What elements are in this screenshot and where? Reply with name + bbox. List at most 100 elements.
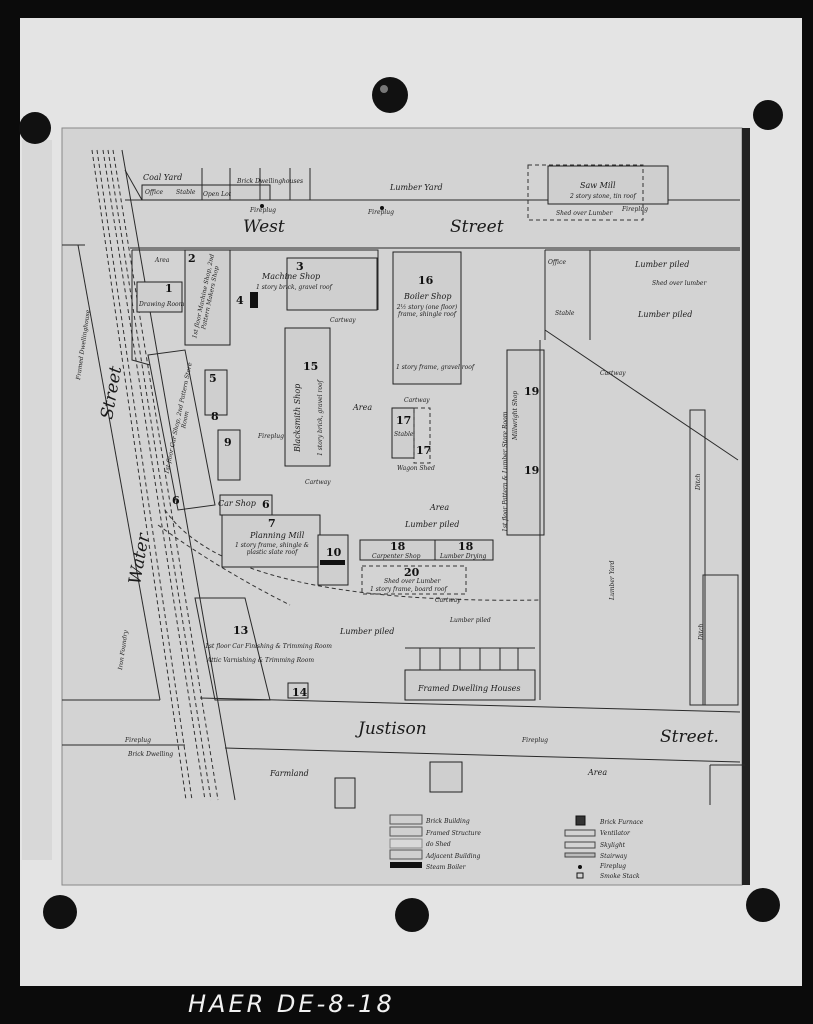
building-number: 9: [224, 436, 232, 449]
building-label: Boiler Shop: [403, 292, 451, 301]
building-number: 5: [209, 372, 217, 385]
legend-shed: do Shed: [426, 841, 451, 848]
lumber-piled-label: Lumber piled: [637, 310, 692, 319]
legend-stairway: Stairway: [600, 853, 628, 860]
cartway-label: Cartway: [305, 479, 331, 486]
building-number: 18: [458, 540, 474, 553]
legend-framed-structure: Framed Structure: [425, 830, 481, 837]
building-label: Millwright Shop: [512, 391, 519, 441]
building-number: 17: [396, 414, 411, 427]
lumber-yard-label: Lumber Yard: [609, 560, 616, 601]
haer-caption: HAER DE-8-18: [188, 990, 395, 1018]
ditch-label: Ditch: [698, 623, 705, 641]
building-number: 7: [268, 517, 276, 530]
building-number: 1: [165, 282, 173, 295]
building-number: 19: [524, 464, 539, 477]
lumber-piled-label: Lumber piled: [339, 627, 394, 636]
coal-yard-label: Coal Yard: [143, 173, 182, 182]
building-label: Car Shop: [218, 499, 256, 508]
building-number: 20: [404, 566, 420, 579]
fireplug-label: Fireplug: [621, 206, 648, 213]
area-label: Area: [429, 503, 449, 512]
west-street-label: Street: [450, 217, 504, 237]
building-label: Shed over Lumber: [384, 578, 442, 585]
shed-over-lumber-label: Shed over lumber: [652, 280, 707, 287]
building-label: Stable: [394, 431, 414, 438]
building-number: 8: [211, 410, 219, 423]
building-number: 6: [262, 498, 270, 511]
building-label: Lumber Drying: [439, 553, 487, 560]
legend-fireplug: Fireplug: [599, 863, 626, 870]
lumber-piled-label: Lumber piled: [634, 260, 689, 269]
building-label: Wagon Shed: [397, 465, 435, 472]
building-label: Carpenter Shop: [372, 553, 421, 560]
legend-ventilator: Ventilator: [600, 830, 631, 837]
building-number: 2: [188, 252, 196, 265]
lumber-yard-label: Lumber Yard: [389, 183, 443, 192]
fireplug-label: Fireplug: [257, 433, 284, 440]
building-label: Attic Varnishing & Trimming Room: [206, 657, 314, 664]
cartway-label: Cartway: [600, 370, 626, 377]
building-number: 4: [236, 294, 244, 307]
legend-skylight: Skylight: [600, 842, 626, 849]
building-desc: 1 story frame, gravel roof: [396, 364, 476, 371]
building-label: 1st floor Car Finishing & Trimming Room: [205, 643, 332, 650]
brick-dwelling-label: Brick Dwelling: [127, 751, 173, 758]
railway-tracks: [91, 149, 541, 801]
west-street-label: West: [243, 217, 285, 237]
stable-label: Stable: [176, 189, 196, 196]
stable-label: Stable: [555, 310, 575, 317]
building-number: 10: [326, 546, 342, 559]
legend-steam-boiler: Steam Boiler: [426, 864, 467, 871]
building-number: 19: [524, 385, 539, 398]
fireplug-label: Fireplug: [367, 209, 394, 216]
building-number: 3: [296, 260, 304, 273]
lumber-piled-label: Lumber piled: [404, 520, 459, 529]
building-number: 15: [303, 360, 318, 373]
framed-dwelling-houses-label: Framed Dwelling Houses: [417, 684, 521, 693]
building-number: 16: [418, 274, 434, 287]
fireplug-label: Fireplug: [249, 207, 276, 214]
building-label: Drawing Room: [138, 301, 185, 308]
ditch-label: Ditch: [695, 473, 702, 491]
building-number: 17: [416, 444, 431, 457]
fireplug-label: Fireplug: [521, 737, 548, 744]
building-number: 13: [233, 624, 248, 637]
building-desc: 1 story frame, shingle & plastic slate r…: [235, 542, 309, 556]
building-desc: 1 story brick, gravel roof: [256, 284, 334, 291]
lumber-piled-label: Lumber piled: [449, 617, 491, 624]
area-label: Area: [587, 768, 607, 777]
building-label: Planning Mill: [249, 531, 305, 540]
saw-mill-label: Saw Mill: [580, 181, 616, 190]
cartway-label: Cartway: [404, 397, 430, 404]
open-lot-label: Open Lot: [203, 191, 232, 198]
building-desc: 2½ story (one floor) frame, shingle roof: [396, 304, 458, 318]
legend-brick-furnace: Brick Furnace: [599, 819, 644, 826]
building-label: 1st floor Pattern & Lumber Store Room: [502, 411, 509, 532]
legend-smoke-stack: Smoke Stack: [600, 873, 640, 880]
cartway-label: Cartway: [435, 597, 461, 604]
building-number: 18: [390, 540, 406, 553]
area-label: Area: [352, 403, 372, 412]
building-label: Blacksmith Shop: [293, 384, 302, 453]
shed-over-lumber-label: Shed over Lumber: [556, 210, 614, 217]
office-label: Office: [145, 189, 163, 196]
fireplug-label: Fireplug: [124, 737, 151, 744]
building-label: Machine Shop: [261, 272, 320, 281]
building-number: 6: [172, 494, 180, 507]
justison-street-label: Street.: [660, 727, 719, 747]
yard-buildings: [131, 249, 745, 809]
farmland-label: Farmland: [269, 769, 309, 778]
justison-street-label: Justison: [355, 719, 427, 739]
legend-adjacent-building: Adjacent Building: [425, 853, 480, 860]
cartway-label: Cartway: [330, 317, 356, 324]
push-pins: [19, 77, 783, 932]
area-label: Area: [154, 257, 170, 264]
legend: Brick Building Framed Structure do Shed …: [389, 814, 644, 880]
building-desc: 1 story frame, board roof: [370, 586, 448, 593]
building-number: 14: [292, 686, 308, 699]
street-lines: [62, 149, 741, 801]
building-desc: 1 story brick, gravel roof: [317, 378, 324, 456]
office-label: Office: [548, 259, 566, 266]
